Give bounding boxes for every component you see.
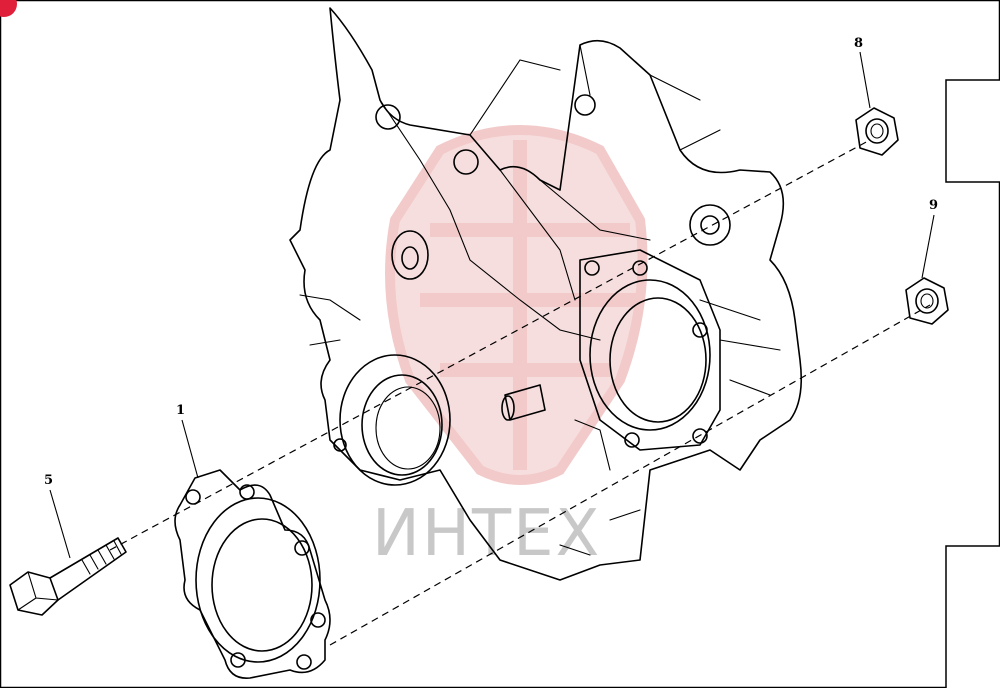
- leader-line-1: [181, 419, 199, 479]
- callout-9[interactable]: 9: [929, 198, 938, 213]
- leader-line-5: [49, 489, 71, 559]
- corner-badge[interactable]: [0, 0, 17, 17]
- callout-1[interactable]: 1: [176, 403, 185, 418]
- leader-line-8: [859, 51, 871, 109]
- side-box-top: [945, 79, 1000, 183]
- callout-8[interactable]: 8: [854, 36, 863, 51]
- bearing-cover-part[interactable]: [174, 469, 331, 679]
- hex-bolt-part[interactable]: [9, 537, 127, 616]
- watermark-text: ИНТЕХ: [372, 497, 601, 571]
- side-box-bottom: [945, 545, 1000, 688]
- assembly-axis-lower: [329, 304, 931, 646]
- gearbox-housing: [289, 7, 803, 581]
- callout-5[interactable]: 5: [44, 473, 53, 488]
- leader-line-9: [921, 214, 935, 279]
- hex-nut-part-8[interactable]: [855, 107, 899, 156]
- hex-nut-part-9[interactable]: [905, 277, 949, 325]
